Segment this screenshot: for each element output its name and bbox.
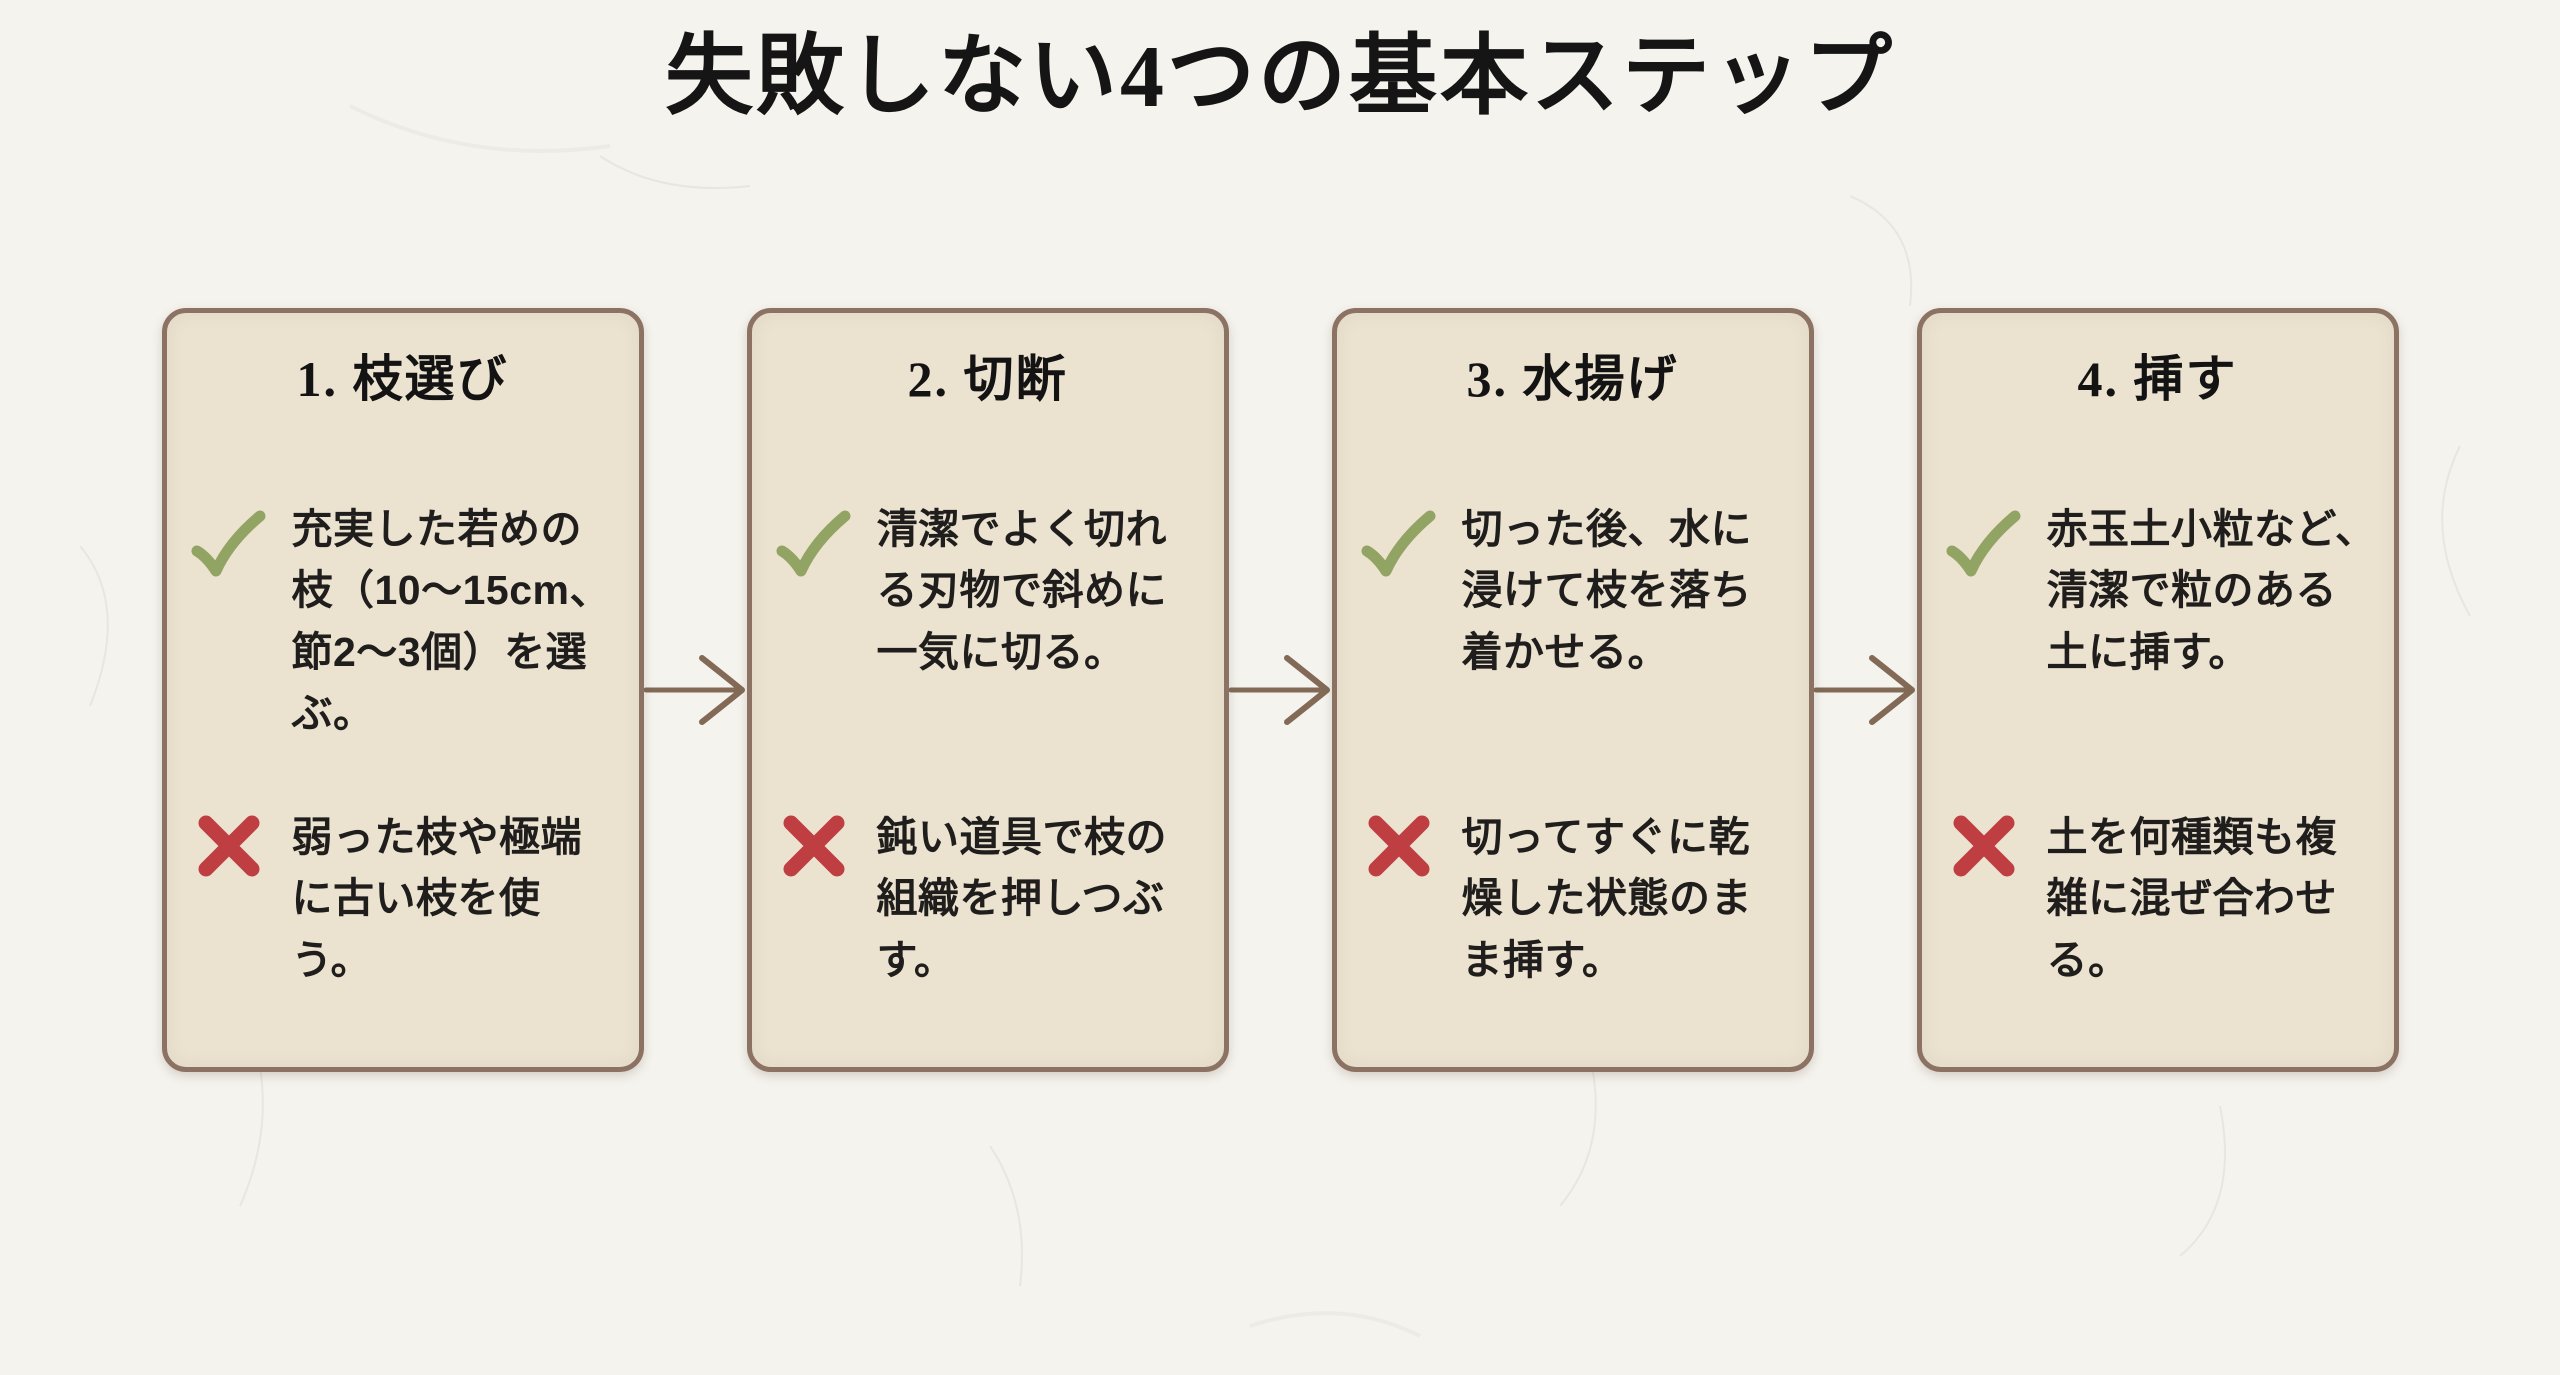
cross-icon bbox=[1368, 815, 1429, 877]
do-item: 切った後、水に 浸けて枝を落ち 着かせる。 bbox=[1361, 499, 1814, 684]
dont-item: 弱った枝や極端 に古い枝を使 う。 bbox=[191, 807, 644, 992]
cross-icon bbox=[1953, 815, 2014, 877]
arrow-right-icon bbox=[1813, 654, 1915, 725]
check-icon bbox=[776, 510, 850, 577]
steps-flow: 1. 枝選び 充実した若めの 枝（10〜15cm、 節2〜3個）を選 ぶ。 弱っ… bbox=[0, 307, 2560, 1072]
step-card-4: 4. 挿す 赤玉土小粒など、 清潔で粒のある 土に挿す。 土を何種類も複 雑に混… bbox=[1916, 307, 2399, 1072]
dont-item: 鈍い道具で枝の 組織を押しつぶ す。 bbox=[776, 807, 1229, 992]
do-text: 清潔でよく切れ る刃物で斜めに 一気に切る。 bbox=[876, 505, 1167, 675]
check-icon bbox=[191, 510, 265, 577]
check-icon bbox=[1361, 510, 1435, 577]
step-title: 2. 切断 bbox=[907, 350, 1068, 407]
flow-arrow bbox=[643, 308, 747, 1072]
arrow-right-icon bbox=[643, 654, 745, 725]
do-text: 切った後、水に 浸けて枝を落ち 着かせる。 bbox=[1461, 505, 1752, 675]
cross-icon bbox=[783, 815, 844, 877]
step-card-2: 2. 切断 清潔でよく切れ る刃物で斜めに 一気に切る。 鈍い道具で枝の 組織を… bbox=[746, 307, 1229, 1072]
dont-text: 鈍い道具で枝の 組織を押しつぶ す。 bbox=[876, 813, 1167, 983]
cross-icon bbox=[198, 815, 259, 877]
dont-item: 切ってすぐに乾 燥した状態のま ま挿す。 bbox=[1361, 807, 1814, 992]
dont-text: 土を何種類も複 雑に混ぜ合わせ る。 bbox=[2046, 813, 2337, 983]
step-title: 3. 水揚げ bbox=[1466, 350, 1679, 407]
arrow-right-icon bbox=[1228, 654, 1330, 725]
dont-text: 弱った枝や極端 に古い枝を使 う。 bbox=[291, 813, 582, 983]
do-item: 充実した若めの 枝（10〜15cm、 節2〜3個）を選 ぶ。 bbox=[191, 499, 644, 745]
step-card-1: 1. 枝選び 充実した若めの 枝（10〜15cm、 節2〜3個）を選 ぶ。 弱っ… bbox=[161, 307, 644, 1072]
step-title: 4. 挿す bbox=[2077, 350, 2238, 407]
dont-item: 土を何種類も複 雑に混ぜ合わせ る。 bbox=[1946, 807, 2399, 992]
check-icon bbox=[1946, 510, 2020, 577]
dont-text: 切ってすぐに乾 燥した状態のま ま挿す。 bbox=[1461, 813, 1752, 983]
flow-arrow bbox=[1813, 308, 1917, 1072]
step-title: 1. 枝選び bbox=[296, 350, 509, 407]
flow-arrow bbox=[1228, 308, 1332, 1072]
step-card-3: 3. 水揚げ 切った後、水に 浸けて枝を落ち 着かせる。 切ってすぐに乾 燥した… bbox=[1331, 307, 1814, 1072]
do-text: 充実した若めの 枝（10〜15cm、 節2〜3個）を選 ぶ。 bbox=[291, 505, 611, 737]
do-item: 赤玉土小粒など、 清潔で粒のある 土に挿す。 bbox=[1946, 499, 2399, 684]
slide-canvas: { "page": { "title": "失敗しない4つの基本ステップ" },… bbox=[0, 26, 2560, 1375]
do-text: 赤玉土小粒など、 清潔で粒のある 土に挿す。 bbox=[2046, 505, 2377, 675]
do-item: 清潔でよく切れ る刃物で斜めに 一気に切る。 bbox=[776, 499, 1229, 684]
page-title: 失敗しない4つの基本ステップ bbox=[664, 29, 1895, 126]
